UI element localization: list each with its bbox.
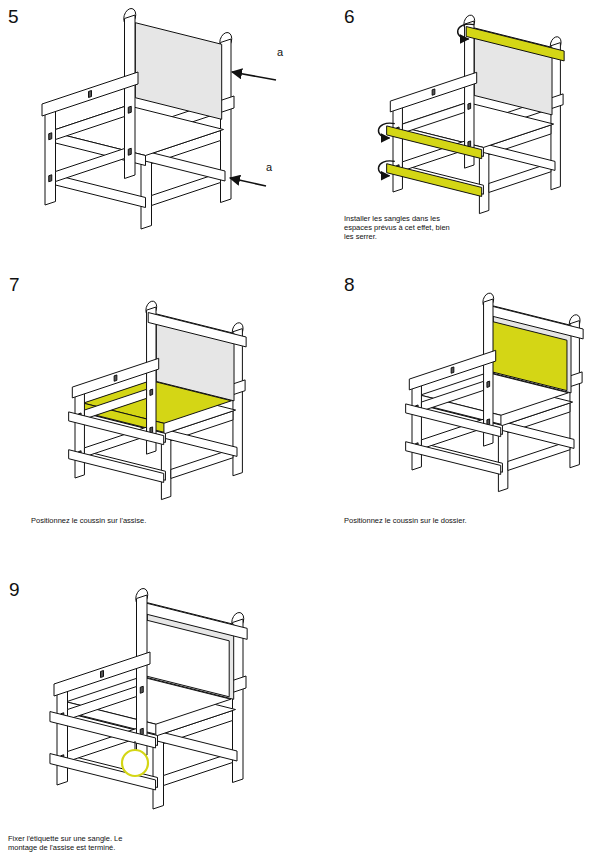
side-panel (72, 299, 158, 479)
strap (69, 412, 164, 483)
step-number: 6 (344, 6, 355, 29)
part-callout: a (266, 161, 272, 174)
strap (406, 404, 501, 475)
chair-illustration (378, 13, 564, 215)
step-number: 9 (9, 579, 20, 602)
instruction-note: Installer les sangles dans les espaces p… (344, 214, 456, 241)
side-panel (42, 6, 138, 206)
strap (148, 313, 246, 347)
chair-illustration (406, 291, 583, 493)
chair-illustration (42, 6, 234, 230)
wrap-arrow (378, 161, 394, 176)
instruction-note: Positionnez le coussin sur l'assise. (31, 516, 146, 525)
step-number: 5 (8, 6, 19, 29)
wrap-arrow (378, 123, 394, 138)
part-callout: a (277, 46, 283, 59)
step-number: 8 (344, 274, 355, 297)
side-panel (409, 291, 495, 471)
side-panel (390, 13, 476, 193)
strap-highlight (387, 126, 482, 197)
side-panel (54, 586, 150, 786)
instruction-note: Fixer l'étiquette sur une sangle. Le mon… (8, 834, 143, 852)
direction-arrow (232, 72, 276, 80)
step-number: 7 (9, 274, 20, 297)
strap-highlight (466, 27, 564, 61)
label-tag (122, 750, 148, 776)
tag-string (135, 741, 136, 750)
strap (50, 712, 156, 790)
instruction-note: Positionnez le coussin sur le dossier. (344, 516, 467, 525)
wrap-arrow (458, 24, 474, 39)
direction-arrow (230, 178, 266, 186)
chair-illustration (50, 586, 247, 810)
chair-illustration (69, 299, 246, 501)
